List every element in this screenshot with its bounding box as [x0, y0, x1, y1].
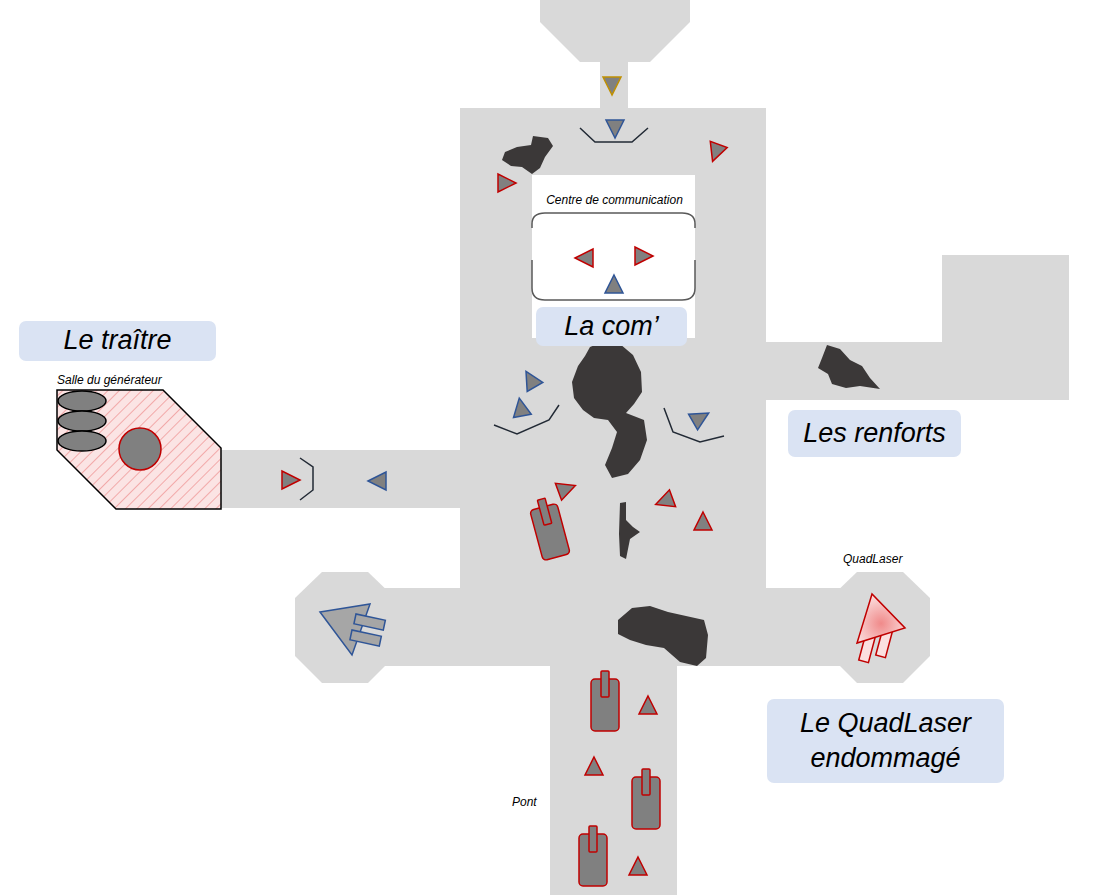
rocks — [502, 136, 880, 666]
section-tag: Le traître — [19, 321, 216, 361]
com-wall — [532, 213, 695, 228]
section-tag: Les renforts — [788, 410, 961, 457]
units — [282, 77, 727, 886]
com-wall — [532, 260, 695, 300]
generator-cylinders — [58, 391, 106, 451]
node-text: Le QuadLaser endommagé — [777, 706, 994, 776]
floor — [218, 0, 1069, 895]
room-heading: Salle du générateur — [57, 373, 189, 389]
node-text: QuadLaser — [843, 552, 925, 566]
node-text: La com’ — [564, 309, 659, 344]
node-text: Centre de communication — [532, 193, 697, 207]
room-heading: Centre de communication — [532, 193, 697, 211]
cannon — [320, 604, 385, 655]
section-tag: La com’ — [536, 307, 687, 346]
quadlaser-turret — [857, 594, 905, 663]
generator-core — [119, 428, 161, 470]
cover-walls — [300, 128, 724, 500]
section-tag: Le QuadLaser endommagé — [767, 699, 1004, 783]
area-label: Pont — [512, 795, 537, 809]
node-text: Le traître — [63, 323, 171, 358]
turret-heading: QuadLaser — [843, 552, 925, 568]
node-text: Les renforts — [803, 416, 946, 451]
generator-room — [57, 390, 221, 509]
node-text: Salle du générateur — [57, 373, 189, 387]
